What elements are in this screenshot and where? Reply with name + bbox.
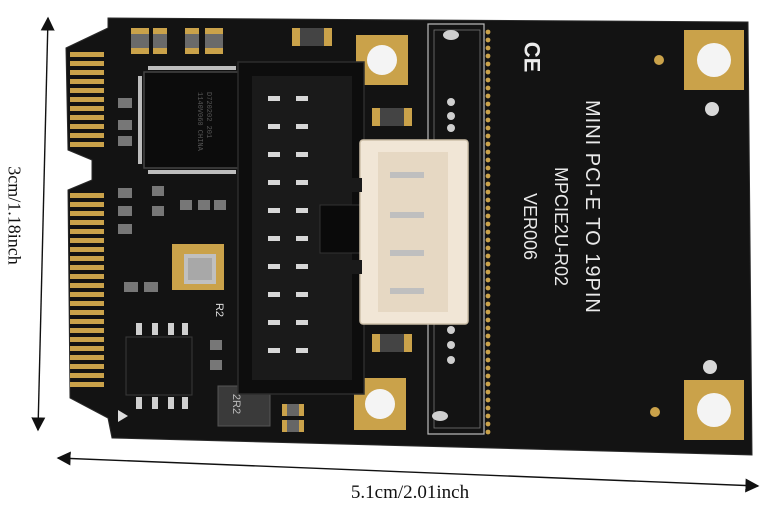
pin1-marker-icon [118, 410, 128, 422]
width-dimension-label: 5.1cm/2.01inch [350, 482, 470, 503]
component-label-r2: R2 [213, 302, 226, 318]
silkscreen-version: VER006 [520, 193, 540, 261]
silkscreen-model: MPCIE2U-R02 [551, 167, 571, 287]
width-dimension-arrow [56, 451, 760, 493]
height-dimension-label: 3cm/1.18inch [4, 166, 25, 265]
usb3-19pin-header [237, 61, 365, 395]
mounting-pad-bottom-left [354, 378, 406, 430]
ce-mark: CE [519, 41, 545, 73]
mounting-pad-bottom-right [684, 380, 744, 440]
chip-marking: D720202 201 1140V060 CHINA [195, 92, 212, 151]
usb-controller-chip [138, 66, 241, 174]
pin-row [485, 29, 491, 435]
crystal-oscillator [172, 244, 224, 290]
smd-components [118, 28, 412, 432]
power-ic [125, 323, 193, 409]
white-4pin-connector [352, 139, 469, 325]
height-dimension-arrow [31, 16, 55, 432]
edge-connector-fingers [70, 52, 104, 387]
vias [650, 55, 719, 417]
mounting-pad-top-right [684, 30, 744, 90]
silkscreen-title: MINI PCI-E TO 19PIN [581, 100, 603, 314]
inductor-label: 2R2 [230, 393, 243, 415]
test-pads [432, 30, 459, 421]
